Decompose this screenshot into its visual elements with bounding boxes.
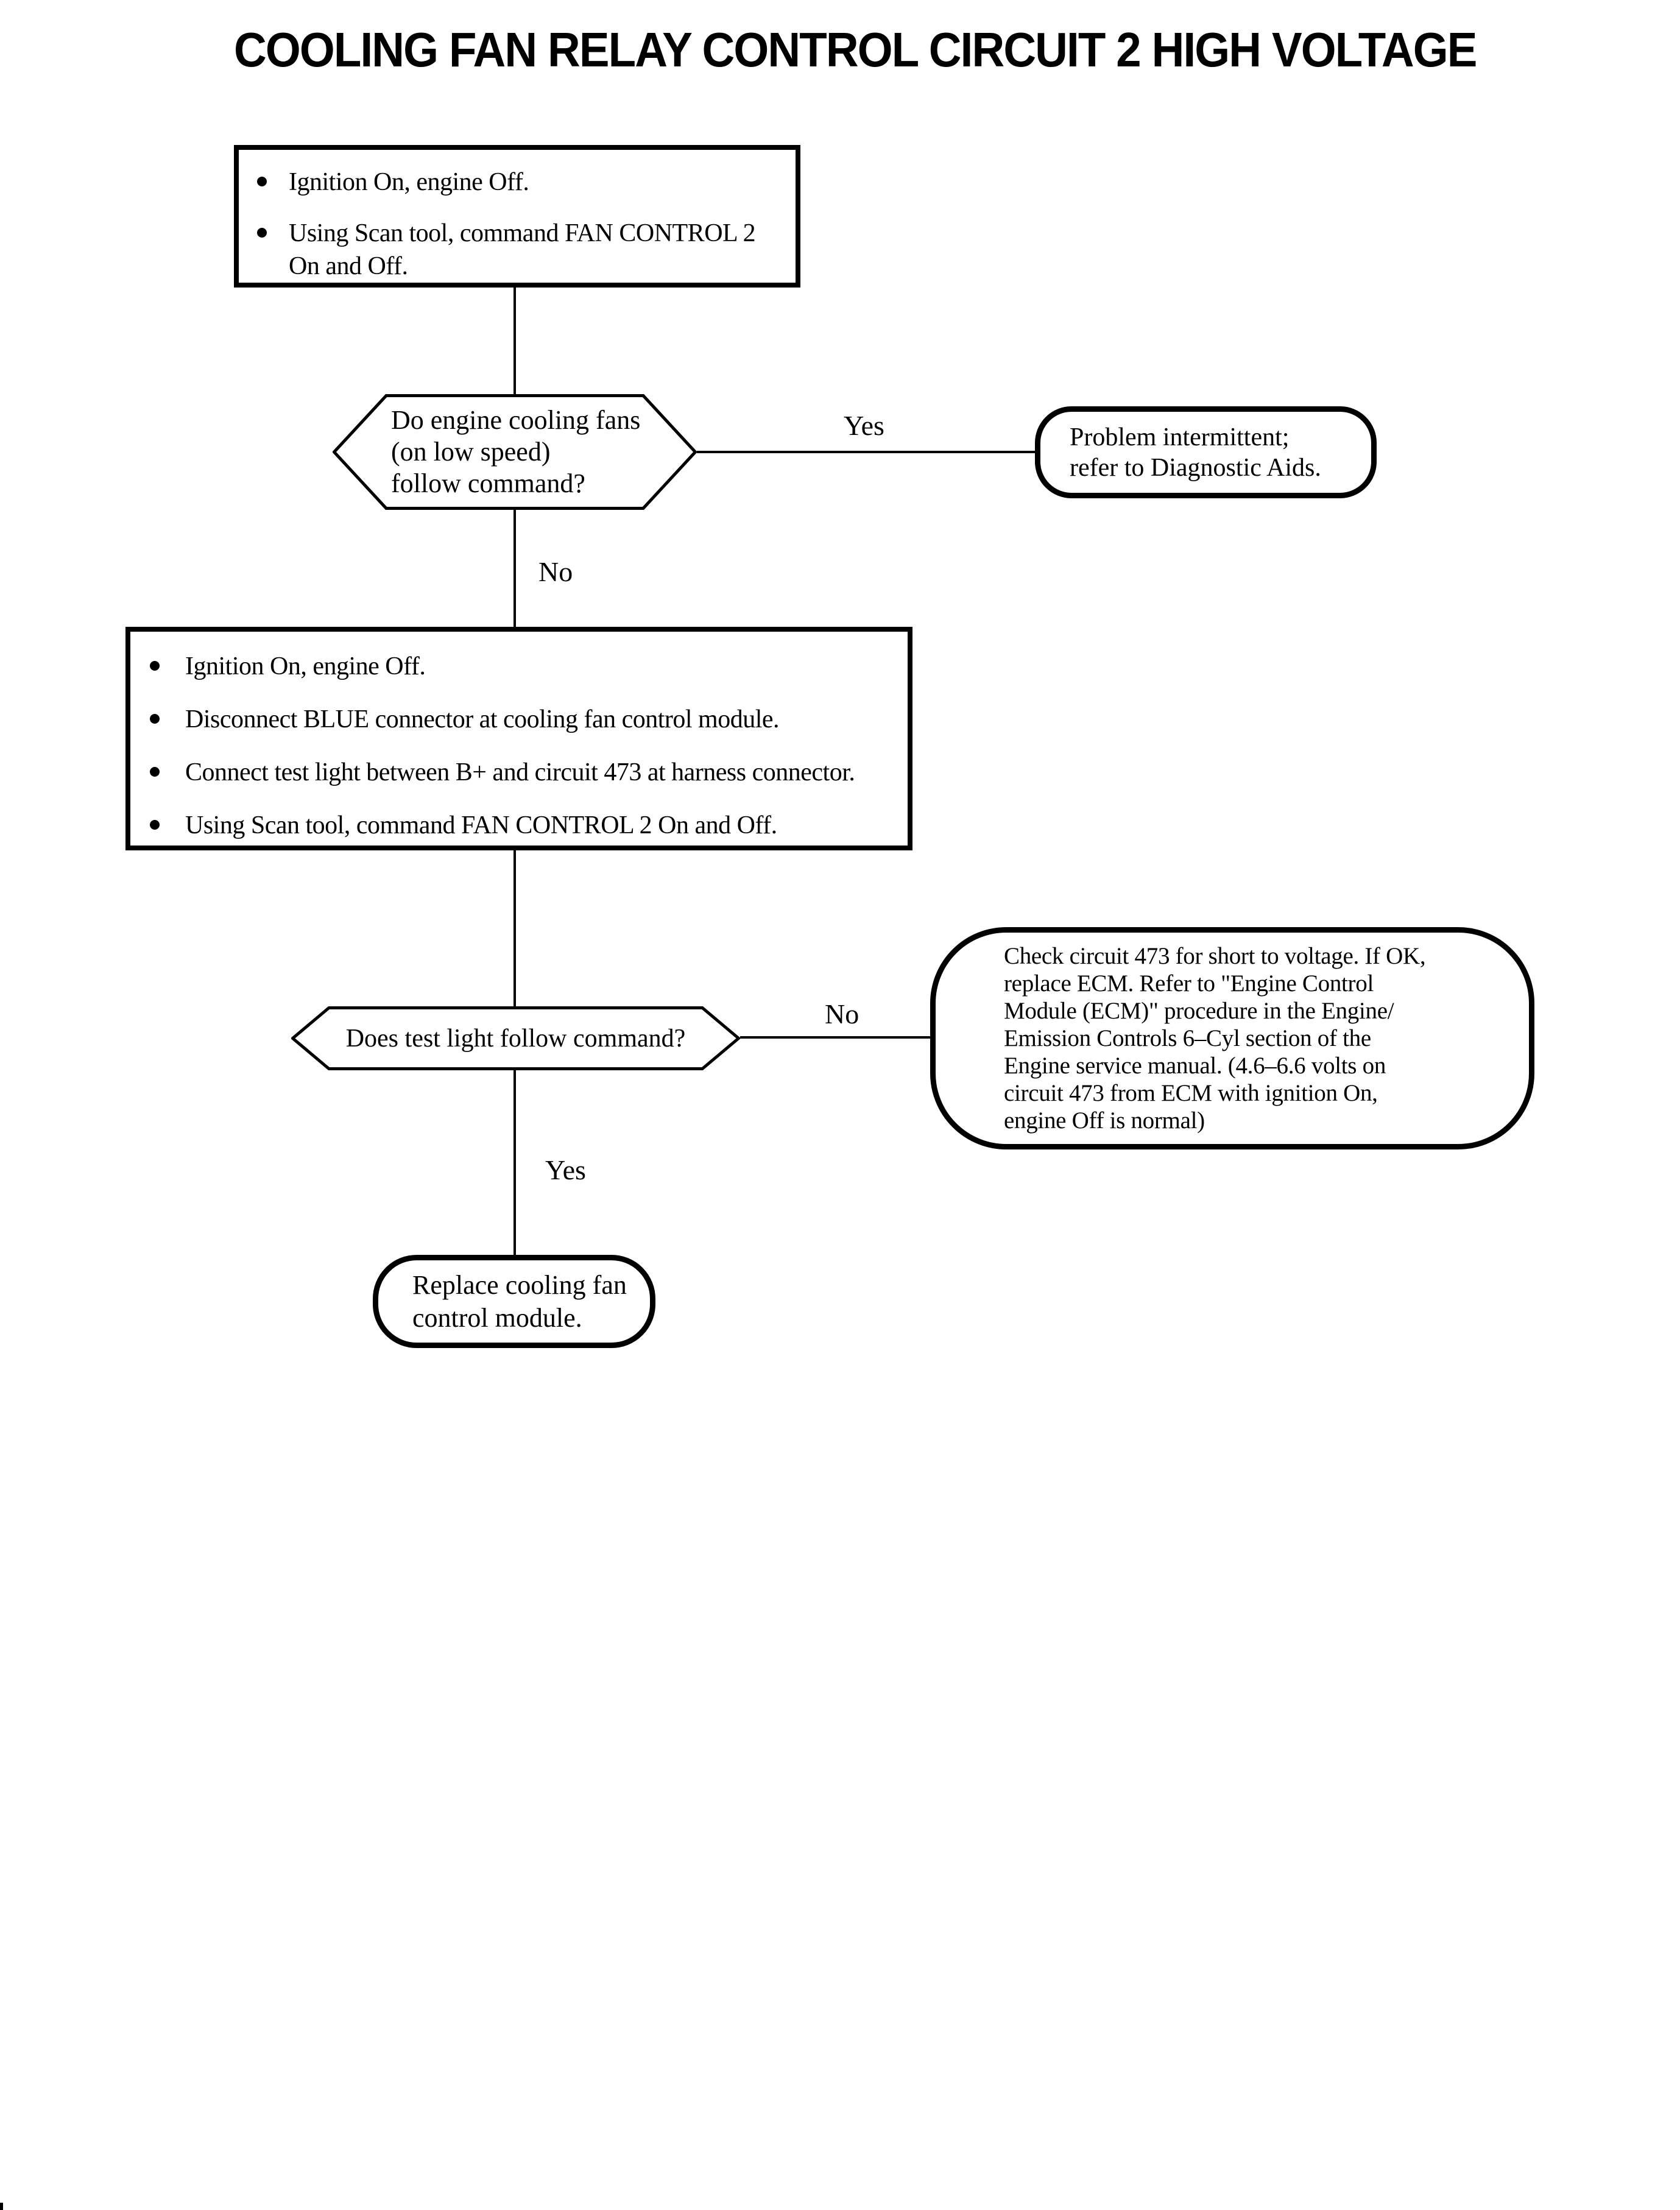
bullet-icon (150, 820, 160, 830)
connector-testbox-to-decision2 (514, 850, 516, 1006)
bullet-label: Ignition On, engine Off. (289, 168, 529, 196)
bullet-icon (257, 228, 267, 238)
result-check-circuit-text: Check circuit 473 for short to voltage. … (1004, 943, 1426, 1134)
list-item: Disconnect BLUE connector at cooling fan… (150, 703, 899, 736)
result-intermittent-text: Problem intermittent; refer to Diagnosti… (1070, 423, 1321, 482)
bullet-label: Using Scan tool, command FAN CONTROL 2 O… (185, 811, 777, 839)
connector-decision2-to-replace (514, 1070, 516, 1255)
test-setup-process-box: Ignition On, engine Off. Disconnect BLUE… (125, 627, 912, 850)
bullet-label: Using Scan tool, command FAN CONTROL 2 O… (289, 219, 756, 280)
start-process-box: Ignition On, engine Off. Using Scan tool… (234, 145, 800, 288)
edge-label-no-1: No (538, 556, 573, 587)
bullet-label: Ignition On, engine Off. (185, 652, 426, 680)
edge-label-yes-2: Yes (545, 1154, 586, 1185)
result-replace-module-text: Replace cooling fan control module. (412, 1269, 627, 1333)
bullet-label: Connect test light between B+ and circui… (185, 758, 855, 786)
list-item: Ignition On, engine Off. (257, 166, 786, 199)
bullet-icon (150, 767, 160, 777)
connector-decision2-to-checkcircuit (740, 1036, 930, 1039)
page-title: COOLING FAN RELAY CONTROL CIRCUIT 2 HIGH… (234, 23, 1477, 77)
result-replace-module-box: Replace cooling fan control module. (373, 1255, 655, 1348)
connector-decision1-to-intermittent (697, 451, 1035, 453)
bullet-icon (257, 177, 267, 186)
bullet-icon (150, 714, 160, 724)
bullet-icon (150, 661, 160, 671)
list-item: Connect test light between B+ and circui… (150, 756, 899, 789)
connector-start-to-decision1 (514, 286, 516, 395)
edge-label-no-2: No (825, 998, 859, 1029)
bullet-list: Ignition On, engine Off. Disconnect BLUE… (130, 632, 908, 846)
list-item: Using Scan tool, command FAN CONTROL 2 O… (257, 217, 786, 283)
decision-fans-hexagon: Do engine cooling fans (on low speed) fo… (333, 394, 697, 510)
list-item: Using Scan tool, command FAN CONTROL 2 O… (150, 809, 899, 842)
connector-decision1-to-testbox (514, 510, 516, 627)
edge-label-yes-1: Yes (844, 410, 884, 441)
scan-artifact (0, 2203, 3, 2210)
decision-test-light-hexagon: Does test light follow command? (291, 1006, 740, 1070)
hexagon-shape (333, 394, 697, 510)
bullet-label: Disconnect BLUE connector at cooling fan… (185, 705, 780, 733)
result-check-circuit-box: Check circuit 473 for short to voltage. … (930, 927, 1534, 1149)
decision-test-light-question: Does test light follow command? (345, 1024, 686, 1053)
list-item: Ignition On, engine Off. (150, 650, 899, 683)
result-intermittent-box: Problem intermittent; refer to Diagnosti… (1035, 406, 1377, 498)
bullet-list: Ignition On, engine Off. Using Scan tool… (239, 150, 796, 283)
hexagon-shape (291, 1006, 740, 1070)
decision-fans-question: Do engine cooling fans (on low speed) fo… (391, 405, 641, 498)
